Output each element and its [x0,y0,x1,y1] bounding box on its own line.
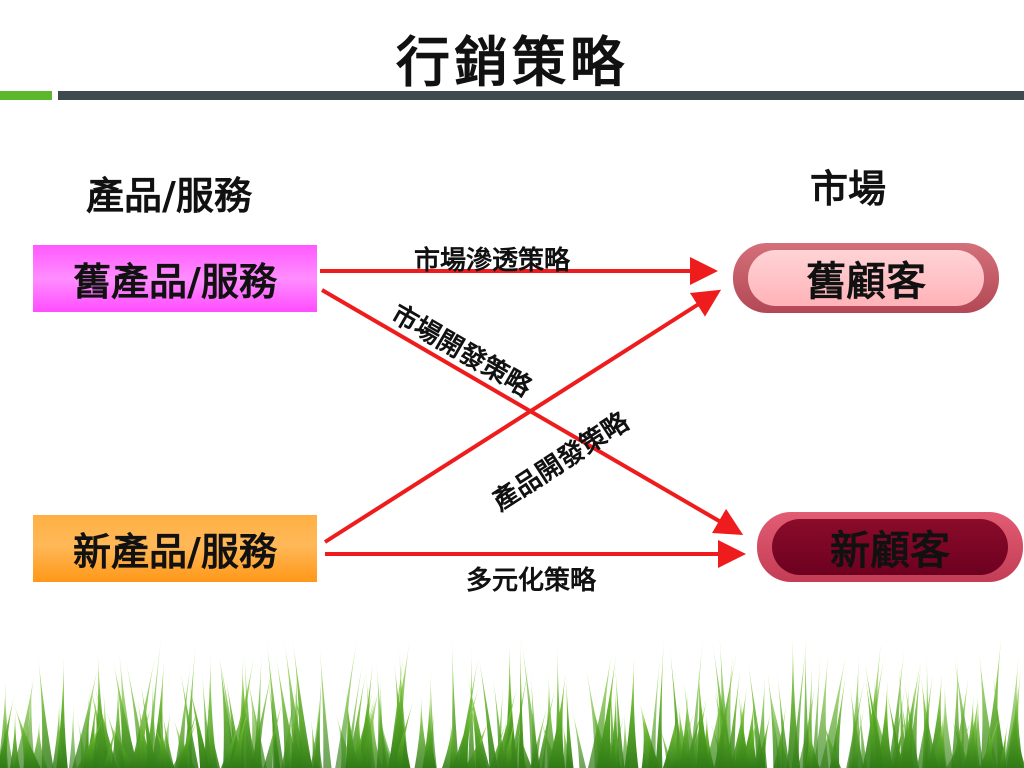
grass-decoration [0,633,1024,768]
penetration-strategy-label: 市場滲透策略 [414,246,571,276]
page-title: 行銷策略 [396,30,628,94]
old-customer-label: 舊顧客 [806,258,926,305]
title-accent-bar-green [0,91,52,100]
diversification-strategy-label: 多元化策略 [466,566,597,596]
old-product-label: 舊產品/服務 [73,259,277,304]
old-product-box: 舊產品/服務 [33,245,317,312]
product-development-arrow [323,289,722,544]
products-column-label: 產品/服務 [86,173,252,218]
new-customer-label: 新顧客 [830,527,950,574]
old-customer-pill: 舊顧客 [748,250,984,306]
market-column-label: 市場 [810,166,887,211]
new-product-label: 新產品/服務 [73,529,277,574]
new-product-box: 新產品/服務 [33,515,317,582]
new-customer-pill: 新顧客 [772,519,1008,575]
title-accent-bar-dark [58,91,1024,100]
